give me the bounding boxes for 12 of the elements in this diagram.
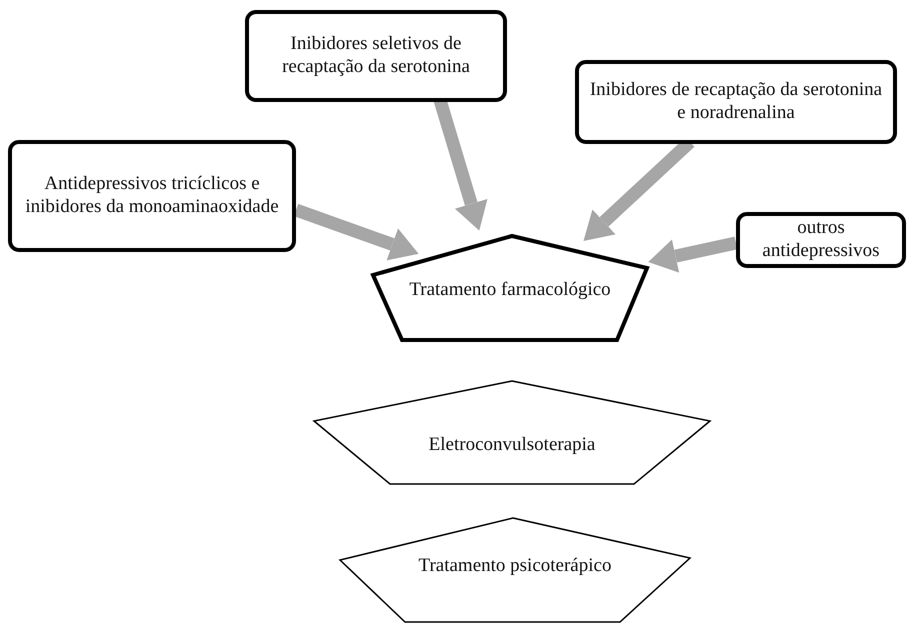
pentagon-shape xyxy=(340,518,690,622)
block-arrow xyxy=(294,204,419,260)
pentagon-shape xyxy=(373,236,647,340)
process-box: Inibidores de recaptação da serotonina e noradrenalina xyxy=(575,60,897,144)
pentagon-shape xyxy=(314,381,710,485)
node-label: Tratamento psicoterápico xyxy=(418,554,612,578)
node-label: Tratamento farmacológico xyxy=(408,278,612,302)
process-box: Antidepressivos tricíclicos e inibidores da monoaminaoxidade xyxy=(8,140,296,252)
process-box: outros antidepressivos xyxy=(736,212,906,268)
process-box: Inibidores seletivos de recaptação da serotonina xyxy=(245,10,507,102)
node-label: Eletroconvulsoterapia xyxy=(428,433,596,457)
block-arrow xyxy=(648,236,738,273)
